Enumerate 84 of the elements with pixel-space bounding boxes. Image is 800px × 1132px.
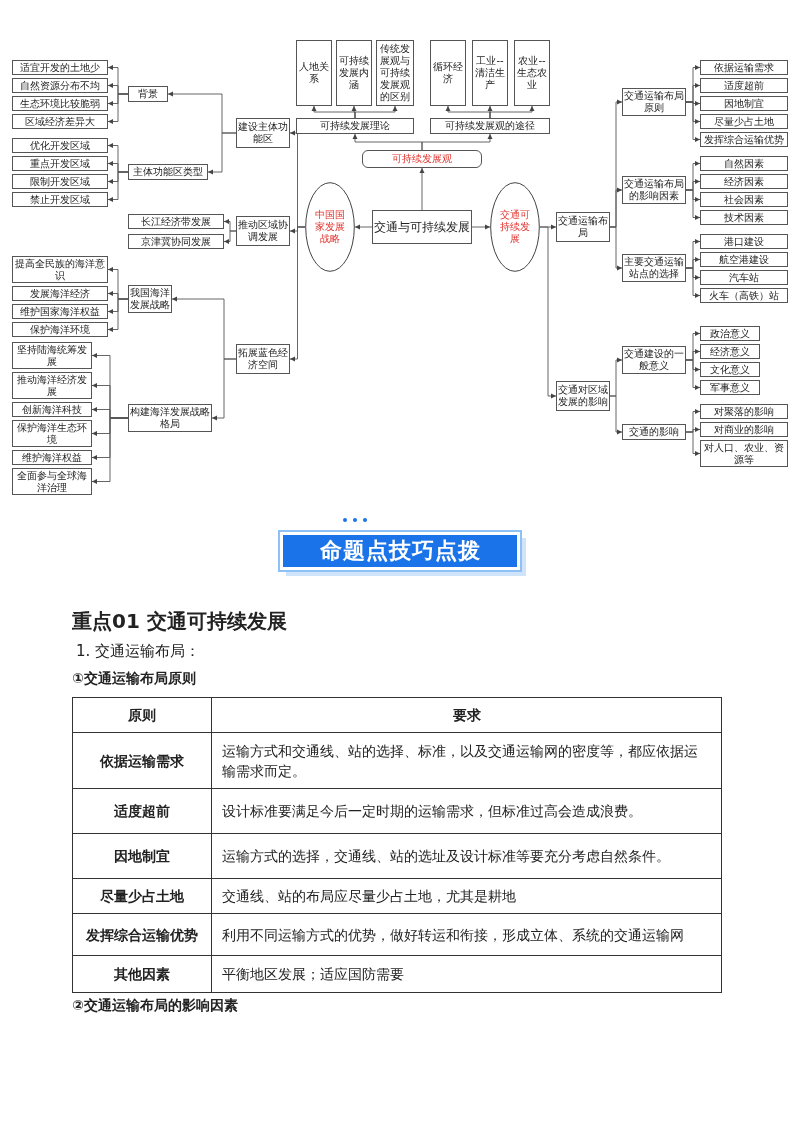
- concept-box: 自然因素: [700, 156, 788, 171]
- concept-box: 政治意义: [700, 326, 760, 341]
- concept-box: 经济意义: [700, 344, 760, 359]
- concept-box: 社会因素: [700, 192, 788, 207]
- concept-box: 港口建设: [700, 234, 788, 249]
- table-cell: 适度超前: [72, 788, 212, 834]
- concept-box: 重点开发区域: [12, 156, 108, 171]
- concept-box: 提高全民族的海洋意识: [12, 256, 108, 283]
- concept-box: 对聚落的影响: [700, 404, 788, 419]
- concept-box: 优化开发区域: [12, 138, 108, 153]
- concept-box: 区域经济差异大: [12, 114, 108, 129]
- concept-box: 对人口、农业、资源等: [700, 440, 788, 467]
- concept-box: 发挥综合运输优势: [700, 132, 788, 147]
- concept-box: 发展海洋经济: [12, 286, 108, 301]
- concept-box: 保护海洋环境: [12, 322, 108, 337]
- concept-box: 依据运输需求: [700, 60, 788, 75]
- table-cell: 因地制宜: [72, 833, 212, 879]
- table-cell: 其他因素: [72, 955, 212, 993]
- concept-box: 坚持陆海统筹发展: [12, 342, 92, 369]
- concept-box: 构建海洋发展战略格局: [128, 404, 212, 432]
- concept-box: 自然资源分布不均: [12, 78, 108, 93]
- concept-box: 技术因素: [700, 210, 788, 225]
- table-cell: 尽量少占土地: [72, 878, 212, 914]
- concept-box: 京津冀协同发展: [128, 234, 224, 249]
- concept-box: 可持续发展观的途径: [430, 118, 550, 134]
- concept-box: 建设主体功能区: [236, 118, 290, 148]
- concept-box: 背景: [128, 86, 168, 102]
- oval-node: 交通可持续发展: [490, 182, 540, 272]
- concept-box: 主要交通运输站点的选择: [622, 254, 686, 282]
- section-heading: 重点01 交通可持续发展: [72, 608, 287, 635]
- concept-box: 交通建设的一般意义: [622, 346, 686, 374]
- concept-box: 推动海洋经济发展: [12, 372, 92, 399]
- header-cell: 原则: [72, 697, 212, 733]
- subheading: 1. 交通运输布局：: [76, 642, 201, 661]
- table-cell: 交通线、站的布局应尽量少占土地，尤其是耕地: [211, 878, 722, 914]
- concept-box: 循环经济: [430, 40, 466, 106]
- concept-box: 传统发展观与可持续发展观的区别: [376, 40, 414, 106]
- concept-box: 我国海洋发展战略: [128, 285, 172, 313]
- subheading: ①交通运输布局原则: [72, 670, 196, 688]
- concept-box: 交通运输布局: [556, 212, 610, 242]
- table-cell: 依据运输需求: [72, 732, 212, 789]
- concept-box: 交通运输布局的影响因素: [622, 176, 686, 204]
- table-cell: 利用不同运输方式的优势，做好转运和衔接，形成立体、系统的交通运输网: [211, 913, 722, 956]
- concept-box: 航空港建设: [700, 252, 788, 267]
- concept-box: 尽量少占土地: [700, 114, 788, 129]
- table-cell: 设计标准要满足今后一定时期的运输需求，但标准过高会造成浪费。: [211, 788, 722, 834]
- concept-box: 交通运输布局原则: [622, 88, 686, 116]
- concept-box: 工业--清洁生产: [472, 40, 508, 106]
- table-cell: 运输方式的选择，交通线、站的选址及设计标准等要充分考虑自然条件。: [211, 833, 722, 879]
- rounded-box: 可持续发展观: [362, 150, 482, 168]
- concept-box: 可持续发展理论: [296, 118, 414, 134]
- header-cell: 要求: [211, 697, 722, 733]
- concept-box: 推动区域协调发展: [236, 216, 290, 246]
- oval-node: 中国国家发展战略: [305, 182, 355, 272]
- concept-box: 全面参与全球海洋治理: [12, 468, 92, 495]
- concept-box: 创新海洋科技: [12, 402, 92, 417]
- concept-box: 主体功能区类型: [128, 164, 208, 180]
- concept-box: 适度超前: [700, 78, 788, 93]
- table-cell: 运输方式和交通线、站的选择、标准，以及交通运输网的密度等，都应依据运输需求而定。: [211, 732, 722, 789]
- concept-box: 维护海洋权益: [12, 450, 92, 465]
- concept-box: 交通对区域发展的影响: [556, 381, 610, 411]
- table-cell: 发挥综合运输优势: [72, 913, 212, 956]
- topic-box: 交通与可持续发展: [372, 210, 472, 244]
- concept-box: 人地关系: [296, 40, 332, 106]
- concept-box: 经济因素: [700, 174, 788, 189]
- concept-box: 适宜开发的土地少: [12, 60, 108, 75]
- concept-box: 维护国家海洋权益: [12, 304, 108, 319]
- concept-box: 对商业的影响: [700, 422, 788, 437]
- subheading: ②交通运输布局的影响因素: [72, 997, 238, 1015]
- concept-box: 保护海洋生态环境: [12, 420, 92, 447]
- concept-box: 文化意义: [700, 362, 760, 377]
- concept-box: 因地制宜: [700, 96, 788, 111]
- concept-box: 生态环境比较脆弱: [12, 96, 108, 111]
- concept-box: 限制开发区域: [12, 174, 108, 189]
- concept-box: 农业--生态农业: [514, 40, 550, 106]
- concept-box: 汽车站: [700, 270, 788, 285]
- concept-box: 长江经济带发展: [128, 214, 224, 229]
- concept-box: 禁止开发区域: [12, 192, 108, 207]
- concept-box: 军事意义: [700, 380, 760, 395]
- concept-box: 交通的影响: [622, 424, 686, 440]
- concept-box: 可持续发展内涵: [336, 40, 372, 106]
- concept-box: 火车（高铁）站: [700, 288, 788, 303]
- table-cell: 平衡地区发展；适应国防需要: [211, 955, 722, 993]
- concept-box: 拓展蓝色经济空间: [236, 344, 290, 374]
